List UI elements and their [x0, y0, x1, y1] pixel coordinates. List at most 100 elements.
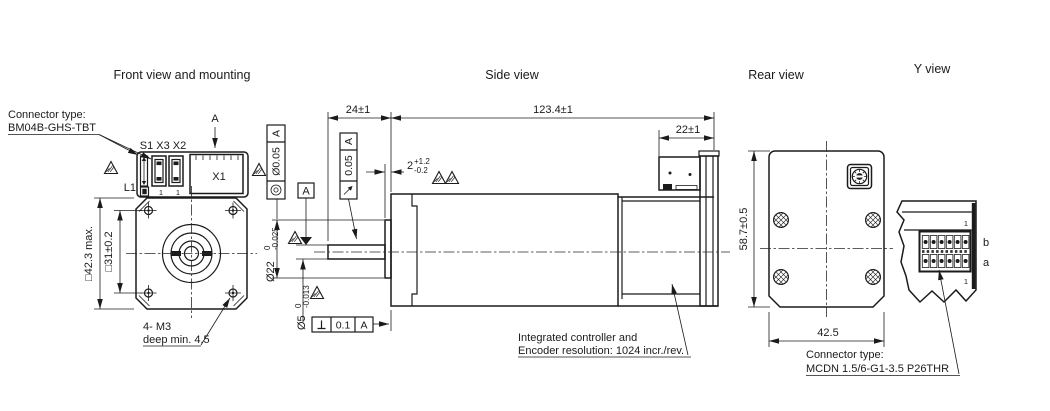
warning-triangle-icon [309, 285, 325, 300]
dim-boss-upper: 0 [263, 245, 272, 250]
warning-triangle-icon [251, 162, 267, 177]
title-rear-view: Rear view [748, 68, 805, 82]
runout-icon [343, 185, 353, 195]
y-row-a-label: a [983, 257, 990, 269]
dim-connector-length: 22±1 [658, 124, 714, 156]
dim-shaft-lower: -0.013 [302, 285, 311, 308]
motor-body [390, 193, 619, 307]
y-pin-top-label: 1 [964, 219, 968, 228]
front-view: 1 1 X1 S1 X3 X2 L1 Connector type: BM04B… [8, 109, 267, 347]
side-view: 24±1 123.4±1 22±1 2 +1.2 -0.2 [263, 104, 730, 358]
dim-hole-spacing: □31±0.2 [103, 210, 142, 294]
fcf-concentricity-datum: A [271, 130, 283, 137]
x1-connector [189, 153, 244, 195]
perpendicularity-icon [317, 320, 326, 330]
fcf-runout-value: 0.05 [343, 155, 355, 176]
dim-boss-value: Ø22 [265, 261, 277, 282]
dim-shaft-upper: 0 [294, 303, 303, 308]
title-front-view: Front view and mounting [114, 68, 251, 82]
warning-triangle-icon [103, 160, 119, 175]
dim-height-label: 58.7±0.5 [738, 208, 750, 251]
dim-shoulder-step: 2 +1.2 -0.2 [366, 157, 460, 218]
screw-icon [864, 212, 882, 228]
concentricity-icon [270, 184, 282, 196]
x2-connector [168, 155, 184, 187]
section-arrow: A [211, 113, 219, 148]
front-connector-note-line1: Connector type: [8, 109, 86, 121]
dim-shaft-length: 24±1 [327, 104, 392, 241]
dim-rear-width: 42.5 [768, 312, 885, 347]
rear-connector-note-line2: MCDN 1.5/6-G1-3.5 P26THR [806, 363, 949, 375]
dim-holes-label: □31±0.2 [103, 231, 115, 271]
mount-note-line2: deep min. 4.5 [143, 334, 210, 346]
dim-body-length: 123.4±1 [391, 104, 715, 150]
dim-shaft-diameter: Ø5 0 -0.013 [294, 244, 330, 330]
controller-note: Integrated controller and Encoder resolu… [518, 283, 691, 358]
controller-section [618, 150, 720, 307]
dim-24-label: 24±1 [346, 104, 370, 116]
rear-housing-outline [768, 150, 885, 308]
controller-note-line2: Encoder resolution: 1024 incr./rev. [518, 345, 684, 357]
rear-connector-note-line1: Connector type: [806, 349, 884, 361]
fcf-runout: A 0.05 [339, 132, 358, 240]
screw-icon [772, 269, 790, 285]
fcf-perpendicularity: 0.1 A [311, 310, 392, 333]
section-label: A [211, 113, 219, 125]
dim-square-label: □42.3 max. [83, 226, 95, 281]
title-y-view: Y view [914, 62, 952, 76]
dim-shaft-value: Ø5 [296, 315, 308, 330]
front-connector-note: Connector type: BM04B-GHS-TBT [8, 109, 152, 160]
mounting-holes [140, 202, 241, 301]
datum-triangle-icon [300, 237, 312, 245]
warning-triangle-icon [444, 170, 460, 185]
fcf-runout-datum: A [343, 138, 355, 145]
screw-icon [864, 269, 882, 285]
x2-pin1-label: 1 [176, 188, 180, 197]
y-view: 1 b a 1 [896, 200, 990, 304]
warning-triangle-icon [287, 230, 303, 245]
x1-label: X1 [212, 171, 225, 183]
s1-switch [139, 155, 150, 197]
dim-width-label: 42.5 [817, 327, 838, 339]
fcf-concentricity-value: Ø0.05 [271, 147, 283, 176]
datum-feature-a: A [297, 182, 315, 245]
y-pin-bottom-label: 1 [964, 277, 968, 286]
rotary-switch [846, 163, 873, 190]
y-connector-row-a [921, 254, 970, 268]
rear-connector-block [658, 156, 701, 191]
controller-note-line1: Integrated controller and [518, 332, 637, 344]
dim-22-label: 22±1 [676, 124, 700, 136]
pilot-boss [384, 219, 392, 279]
datum-a-label: A [302, 186, 310, 198]
dim-123-label: 123.4±1 [533, 104, 573, 116]
l1-label: L1 [124, 182, 136, 194]
dim-step-upper: +1.2 [414, 157, 430, 166]
fcf-perp-value: 0.1 [336, 319, 351, 331]
rear-view: 58.7±0.5 42.5 Connector type: MCDN 1.5/6… [738, 141, 960, 376]
motor-flange-outline [135, 197, 248, 310]
y-row-b-label: b [983, 237, 989, 249]
connector-group-label: S1 X3 X2 [140, 140, 186, 152]
fcf-concentricity: A Ø0.05 [266, 124, 286, 219]
title-side-view: Side view [485, 68, 539, 82]
front-connector-note-line2: BM04B-GHS-TBT [8, 122, 96, 134]
dim-boss-lower: -0.025 [271, 227, 280, 250]
dim-rear-height: 58.7±0.5 [738, 150, 770, 308]
mount-note-line1: 4- M3 [143, 321, 171, 333]
screw-icon [772, 212, 790, 228]
y-connector-row-b [921, 235, 970, 249]
dim-square-size: □42.3 max. [83, 197, 134, 310]
y-view-outline [896, 200, 977, 304]
controller-housing [136, 151, 249, 198]
warning-triangle-icon [431, 170, 447, 185]
fcf-perp-datum: A [360, 319, 367, 331]
dim-step-value: 2 [407, 160, 413, 172]
dim-step-lower: -0.2 [414, 166, 428, 175]
dim-boss-diameter: Ø22 0 -0.025 [263, 219, 384, 282]
rear-connector-note: Connector type: MCDN 1.5/6-G1-3.5 P26THR [806, 269, 960, 376]
y-connector-block [918, 230, 972, 273]
mounting-thread-note: 4- M3 deep min. 4.5 [143, 297, 231, 347]
x3-connector [151, 155, 167, 187]
